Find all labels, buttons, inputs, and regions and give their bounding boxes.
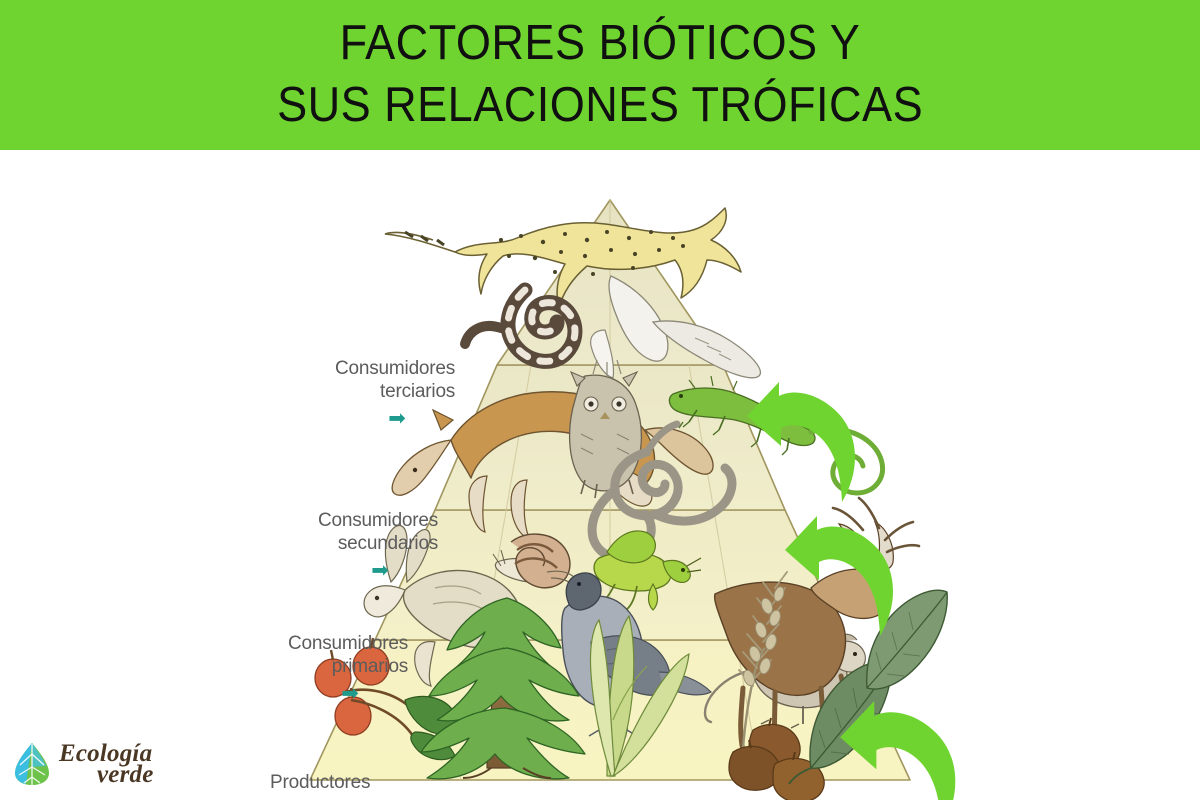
tier-label-primarios: Consumidores primarios ➡	[288, 633, 408, 704]
tier-label-line-1: Productores	[270, 772, 371, 793]
tier-label-line-1: Consumidores	[288, 633, 409, 654]
organism-hojas	[788, 589, 948, 785]
title-line-1: FACTORES BIÓTICOS Y	[339, 16, 861, 71]
organism-saltamontes	[593, 530, 702, 613]
organism-caracol	[492, 533, 576, 589]
tier-arrow-icon: ➡	[388, 406, 406, 430]
organism-leopardo	[384, 207, 742, 309]
logo-word-ecologia: Ecología	[59, 740, 153, 767]
leaf-icon	[15, 743, 49, 785]
organism-arbol	[420, 597, 586, 780]
logo-word-verde: verde	[97, 761, 154, 788]
tier-label-line-2: primarios	[331, 655, 409, 677]
tier-label-secundarios: Consumidores secundarios ➡	[318, 510, 438, 581]
curved-arrow-up-left-icon	[747, 382, 855, 502]
tier-label-line-1: Consumidores	[335, 358, 456, 379]
tier-arrow-icon: ➡	[341, 681, 359, 705]
curved-arrow-up-left-icon	[785, 516, 893, 636]
tier-arrow-icon: ➡	[371, 558, 389, 582]
tier-label-terciarios: Consumidores terciarios ➡	[335, 358, 455, 429]
tier-label-productores: Productores ➡	[270, 772, 370, 800]
tier-label-line-2: terciarios	[380, 380, 456, 402]
organism-piton	[460, 282, 583, 369]
cycle-arrow-1	[745, 378, 865, 511]
trophic-pyramid	[255, 180, 955, 800]
cycle-arrow-2	[783, 512, 903, 645]
tier-label-line-2: secundarios	[337, 532, 439, 554]
tier-label-line-1: Consumidores	[318, 510, 439, 531]
pyramid-illustration	[309, 199, 948, 800]
diagram-canvas: Consumidores terciarios ➡ Consumidores s…	[0, 150, 1200, 800]
tier-arrow-icon: ➡	[270, 797, 370, 800]
site-logo[interactable]: Ecología verde	[12, 740, 199, 788]
logo-wordmark: Ecología verde	[59, 740, 199, 788]
organism-hierba	[589, 614, 690, 778]
organism-aguila	[590, 275, 761, 379]
cycle-arrow-3	[838, 690, 966, 800]
curved-arrow-up-left-icon	[840, 701, 956, 800]
title-line-2: SUS RELACIONES TRÓFICAS	[276, 78, 924, 132]
title-banner: FACTORES BIÓTICOS Y SUS RELACIONES TRÓFI…	[0, 0, 1200, 150]
organism-castanas	[728, 717, 825, 800]
